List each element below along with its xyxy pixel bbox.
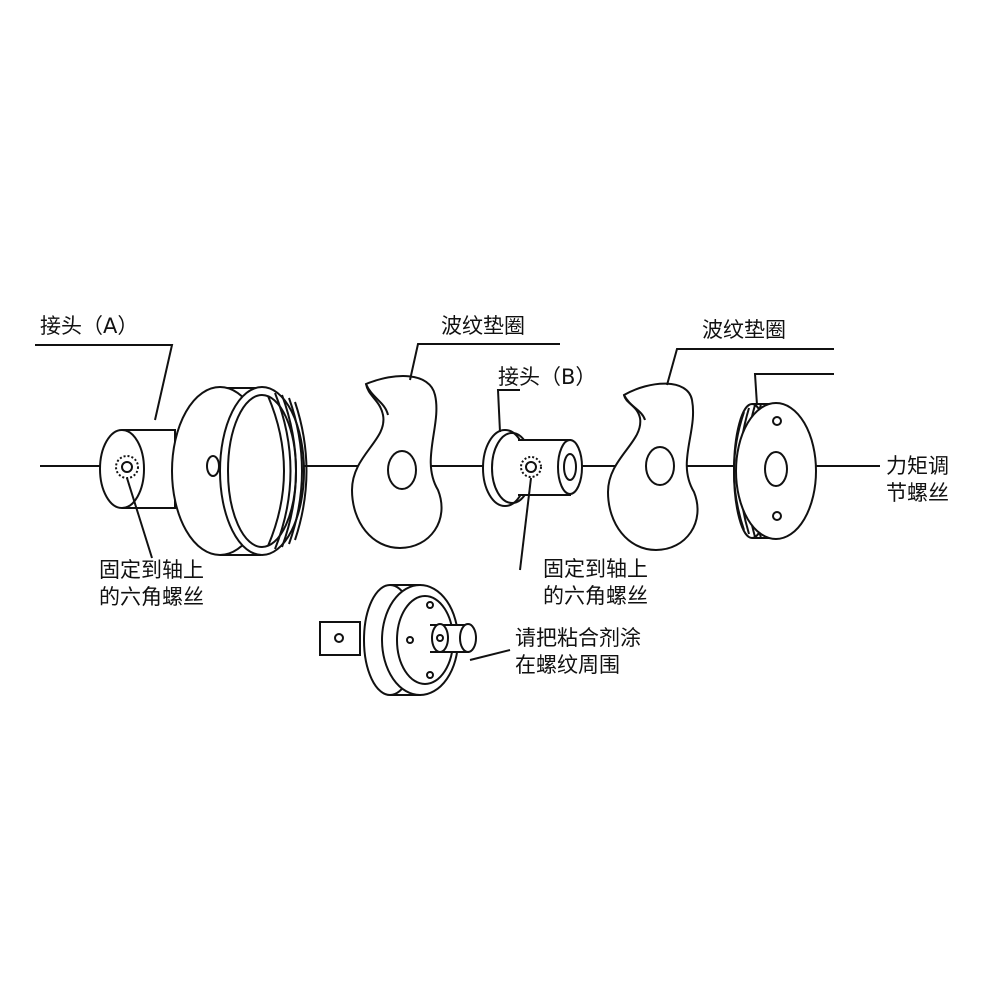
label-hex-screw-a: 固定到轴上 的六角螺丝 [99, 557, 204, 611]
wave-washer-2 [608, 384, 698, 550]
hex-screw-b [520, 456, 542, 478]
label-hex-screw-a-line2: 的六角螺丝 [99, 585, 204, 609]
assembled-unit [320, 585, 476, 695]
label-adhesive-note-line2: 在螺纹周围 [515, 653, 620, 677]
leader-lines [35, 343, 880, 661]
label-hex-screw-a-line1: 固定到轴上 [99, 558, 204, 582]
label-wave-washer-1: 波纹垫圈 [441, 314, 525, 338]
label-hex-screw-b-line1: 固定到轴上 [543, 557, 648, 581]
label-hex-screw-b: 固定到轴上 的六角螺丝 [543, 556, 648, 610]
label-torque-screw: 力矩调 节螺丝 [886, 453, 949, 507]
label-wave-washer-2: 波纹垫圈 [702, 318, 786, 342]
coupling-a [100, 387, 307, 555]
label-adhesive-note-line1: 请把粘合剂涂 [515, 626, 641, 650]
label-adhesive-note: 请把粘合剂涂 在螺纹周围 [515, 625, 641, 679]
label-hex-screw-b-line2: 的六角螺丝 [543, 584, 648, 608]
coupling-b [483, 430, 582, 506]
label-coupling-a: 接头（A） [40, 314, 139, 338]
label-torque-screw-line1: 力矩调 [886, 454, 949, 478]
label-torque-screw-line2: 节螺丝 [886, 481, 949, 505]
label-coupling-b: 接头（B） [498, 365, 597, 389]
torque-adjust-screw [734, 403, 816, 539]
wave-washer-1 [352, 376, 442, 548]
